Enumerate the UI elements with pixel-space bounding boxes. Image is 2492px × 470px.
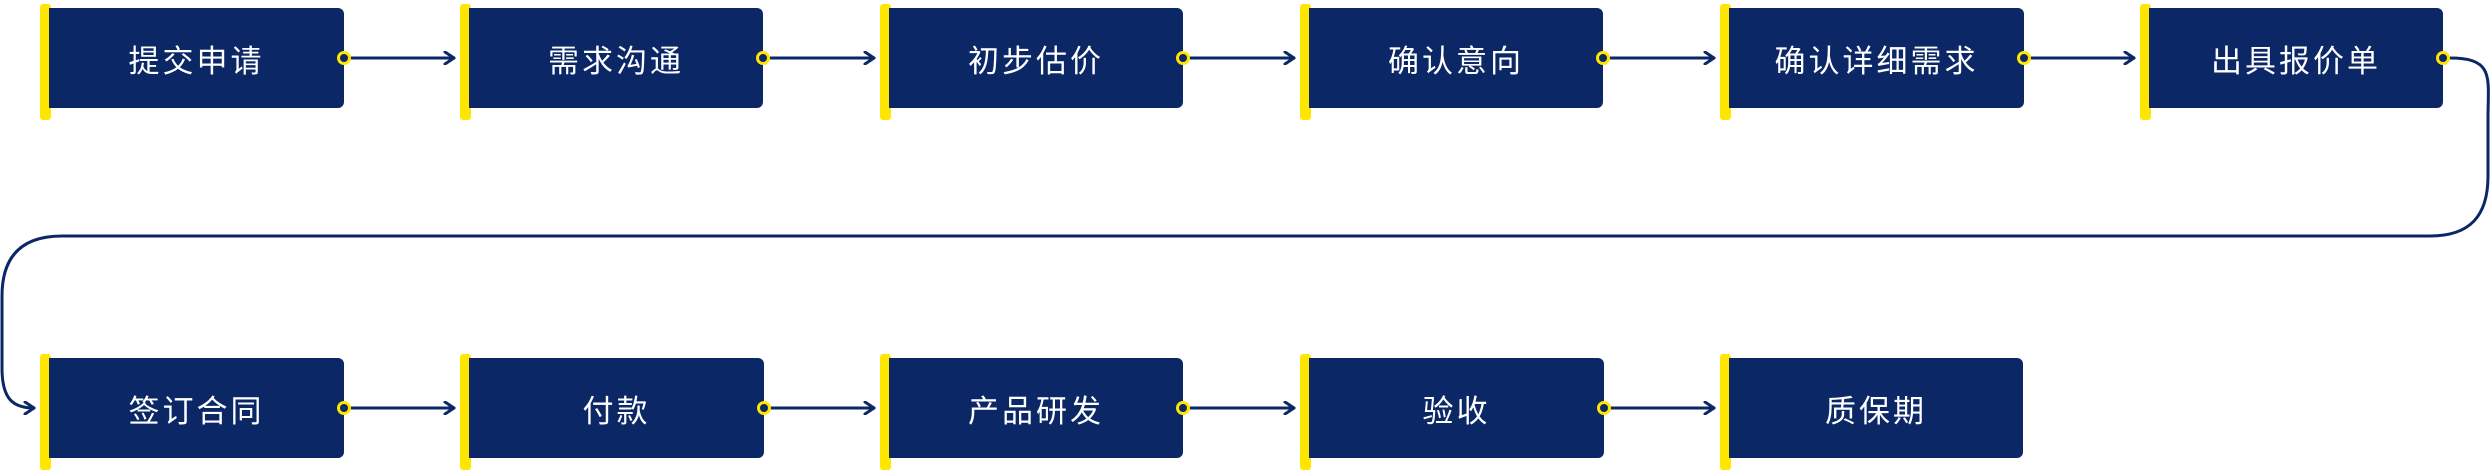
step-label: 确认详细需求 xyxy=(1774,43,1979,80)
step-accent-bar xyxy=(1300,4,1311,120)
connector-port-dot xyxy=(1176,401,1190,415)
step-node: 确认意向 xyxy=(1300,4,1610,120)
step-box: 需求沟通 xyxy=(469,8,763,108)
step-box: 验收 xyxy=(1309,358,1604,458)
step-node: 确认详细需求 xyxy=(1720,4,2031,120)
step-node: 付款 xyxy=(460,354,771,470)
step-box: 提交申请 xyxy=(49,8,344,108)
step-label: 需求沟通 xyxy=(548,43,684,80)
step-node: 验收 xyxy=(1300,354,1611,470)
step-accent-bar xyxy=(1300,354,1311,470)
step-node: 需求沟通 xyxy=(460,4,770,120)
step-node: 提交申请 xyxy=(40,4,351,120)
step-node: 产品研发 xyxy=(880,354,1190,470)
connector-port-dot xyxy=(1596,51,1610,65)
step-label: 质保期 xyxy=(1825,393,1927,430)
step-accent-bar xyxy=(40,4,51,120)
step-box: 确认详细需求 xyxy=(1729,8,2024,108)
step-node: 签订合同 xyxy=(40,354,351,470)
step-node: 质保期 xyxy=(1720,354,2023,470)
step-label: 验收 xyxy=(1422,393,1491,430)
step-box: 初步估价 xyxy=(889,8,1183,108)
step-node: 出具报价单 xyxy=(2140,4,2450,120)
connector-port-dot xyxy=(1176,51,1190,65)
step-accent-bar xyxy=(1720,4,1731,120)
wrap-flow-arrow xyxy=(0,56,2490,408)
step-accent-bar xyxy=(40,354,51,470)
connector-port-dot xyxy=(756,51,770,65)
step-box: 出具报价单 xyxy=(2149,8,2443,108)
connector-port-dot xyxy=(337,51,351,65)
step-label: 产品研发 xyxy=(968,393,1104,430)
step-box: 质保期 xyxy=(1729,358,2023,458)
step-node: 初步估价 xyxy=(880,4,1190,120)
step-label: 签订合同 xyxy=(128,393,265,430)
step-label: 初步估价 xyxy=(968,43,1104,80)
step-accent-bar xyxy=(880,4,891,120)
connector-port-dot xyxy=(2017,51,2031,65)
connector-port-dot xyxy=(2436,51,2450,65)
step-box: 产品研发 xyxy=(889,358,1183,458)
step-accent-bar xyxy=(2140,4,2151,120)
connector-port-dot xyxy=(1597,401,1611,415)
step-accent-bar xyxy=(460,354,471,470)
step-label: 付款 xyxy=(582,393,651,430)
step-label: 出具报价单 xyxy=(2211,43,2381,80)
step-label: 确认意向 xyxy=(1388,43,1524,80)
connector-port-dot xyxy=(757,401,771,415)
step-accent-bar xyxy=(1720,354,1731,470)
step-accent-bar xyxy=(460,4,471,120)
step-label: 提交申请 xyxy=(128,43,265,80)
step-box: 确认意向 xyxy=(1309,8,1603,108)
connector-port-dot xyxy=(337,401,351,415)
step-box: 签订合同 xyxy=(49,358,344,458)
step-box: 付款 xyxy=(469,358,764,458)
step-accent-bar xyxy=(880,354,891,470)
